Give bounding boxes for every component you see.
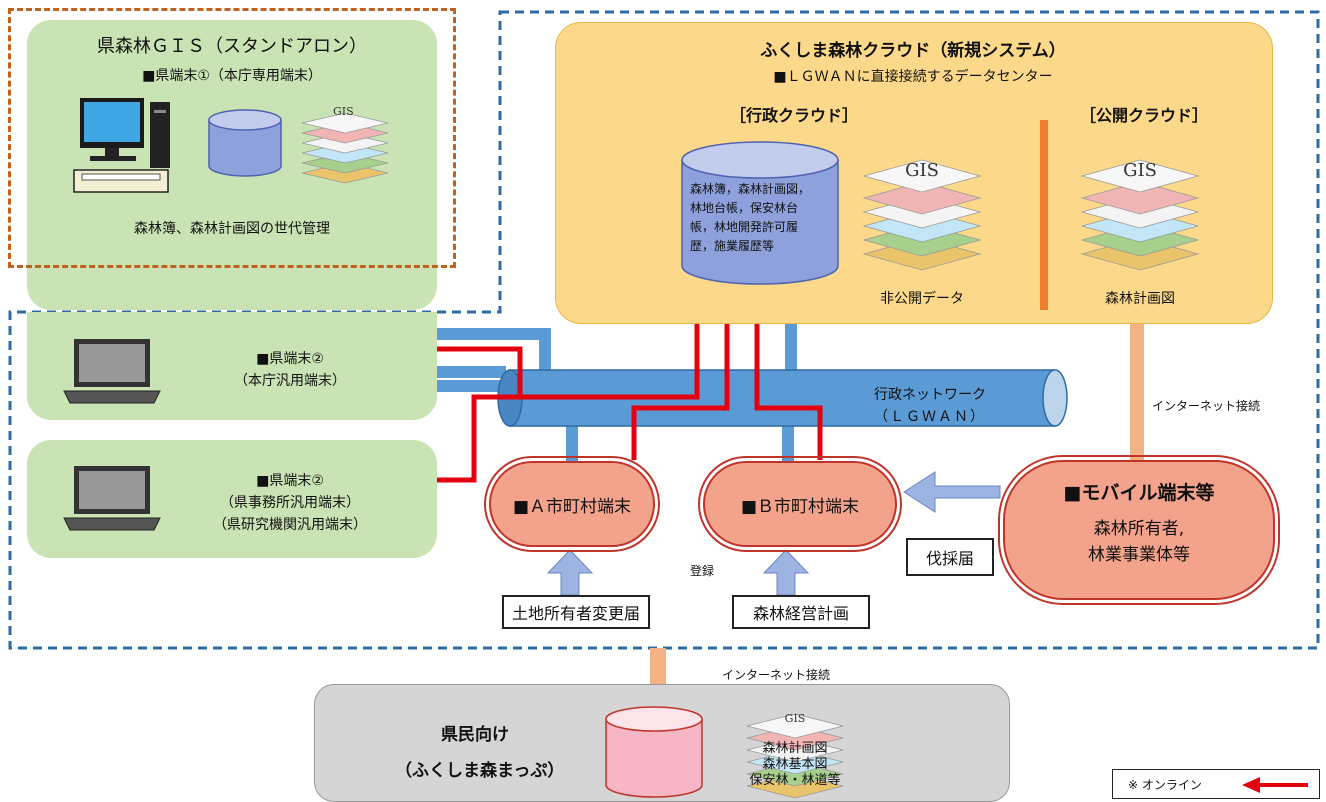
legend-online-arrow-icon bbox=[1242, 777, 1308, 793]
public-site-line2: （ふくしま森まっぷ） bbox=[395, 761, 565, 781]
public-gis-label: GIS bbox=[1123, 160, 1157, 181]
legend-label: ※ オンライン bbox=[1128, 778, 1202, 792]
admin-gis-label: GIS bbox=[905, 160, 939, 181]
office-terminal-line3: （県研究機関汎用端末） bbox=[213, 517, 367, 533]
public-site-line1: 県民向け bbox=[441, 725, 509, 745]
lgwan-boundary bbox=[8, 10, 1320, 650]
general-terminal-line1: ■県端末② bbox=[256, 351, 324, 367]
mobile-line1: 森林所有者, bbox=[1093, 519, 1185, 539]
admin-database-text: 森林簿，森林計画図， 林地台帳，保安林台 帳，林地開発許可履 歴，施業履歴等 bbox=[690, 182, 811, 253]
municipal-a-terminal bbox=[484, 456, 660, 552]
admin-database-icon bbox=[681, 141, 839, 285]
public-gis-layers-icon bbox=[1080, 159, 1200, 271]
public-database-icon bbox=[605, 706, 703, 798]
municipal-b-terminal bbox=[698, 456, 902, 552]
online-arrows bbox=[428, 318, 823, 483]
internet-label-mobile: インターネット接続 bbox=[1152, 399, 1261, 413]
laptop-icon bbox=[63, 339, 161, 404]
mobile-line2: 林業事業体等 bbox=[1088, 545, 1190, 565]
public-map-3: 保安林・林道等 bbox=[749, 773, 841, 788]
cloud-subtitle: ■ＬＧＷＡＮに直接接続するデータセンター bbox=[773, 69, 1053, 85]
felling-notice-box: 伐採届 bbox=[906, 538, 994, 576]
register-label: 登録 bbox=[690, 564, 715, 578]
public-map-2: 森林基本図 bbox=[762, 757, 828, 772]
cloud-divider bbox=[1040, 120, 1048, 310]
standalone-gis-label: GIS bbox=[333, 105, 354, 118]
upload-arrows bbox=[546, 471, 1001, 596]
standalone-gis-layers-icon bbox=[301, 112, 389, 184]
forest-plan-label: 森林計画図 bbox=[1105, 291, 1175, 307]
admin-gis-layers-icon bbox=[862, 159, 982, 271]
laptop-icon bbox=[63, 466, 161, 531]
public-gis-layers-icon bbox=[746, 713, 844, 799]
cloud-title: ふくしま森林クラウド（新規システム） bbox=[760, 41, 1066, 61]
network-label-line2: （ＬＧＷＡＮ） bbox=[874, 409, 986, 425]
public-map-1: 森林計画図 bbox=[762, 741, 828, 756]
private-data-label: 非公開データ bbox=[880, 291, 964, 307]
public-gis-label: GIS bbox=[784, 712, 806, 725]
standalone-boundary bbox=[8, 8, 456, 268]
public-cloud-label: ［公開クラウド］ bbox=[1080, 106, 1209, 125]
internet-connector-public bbox=[650, 648, 666, 686]
office-terminal-line1: ■県端末② bbox=[256, 473, 324, 489]
office-terminal-line2: （県事務所汎用端末） bbox=[220, 495, 360, 511]
admin-cloud-label: ［行政クラウド］ bbox=[730, 106, 859, 125]
desktop-computer-icon bbox=[73, 98, 170, 193]
general-terminal-line2: （本庁汎用端末） bbox=[234, 373, 346, 389]
network-links bbox=[436, 318, 797, 461]
standalone-caption: 森林簿、森林計画図の世代管理 bbox=[134, 221, 330, 237]
internet-label-public: インターネット接続 bbox=[722, 668, 831, 682]
municipal-a-label: ■Ａ市町村端末 bbox=[512, 497, 632, 517]
standalone-database-icon bbox=[208, 109, 282, 177]
mobile-terminal bbox=[998, 455, 1280, 605]
standalone-title: 県森林ＧＩＳ（スタンドアロン） bbox=[97, 36, 367, 57]
management-plan-box: 森林経営計画 bbox=[732, 595, 870, 629]
mobile-title: ■モバイル端末等 bbox=[1063, 482, 1215, 504]
network-label-line1: 行政ネットワーク bbox=[874, 387, 986, 403]
standalone-terminal-label: ■県端末①（本庁専用端末） bbox=[142, 68, 322, 84]
internet-connector-mobile bbox=[1130, 320, 1144, 460]
municipal-b-label: ■Ｂ市町村端末 bbox=[740, 497, 860, 517]
land-owner-change-box: 土地所有者変更届 bbox=[502, 595, 650, 629]
